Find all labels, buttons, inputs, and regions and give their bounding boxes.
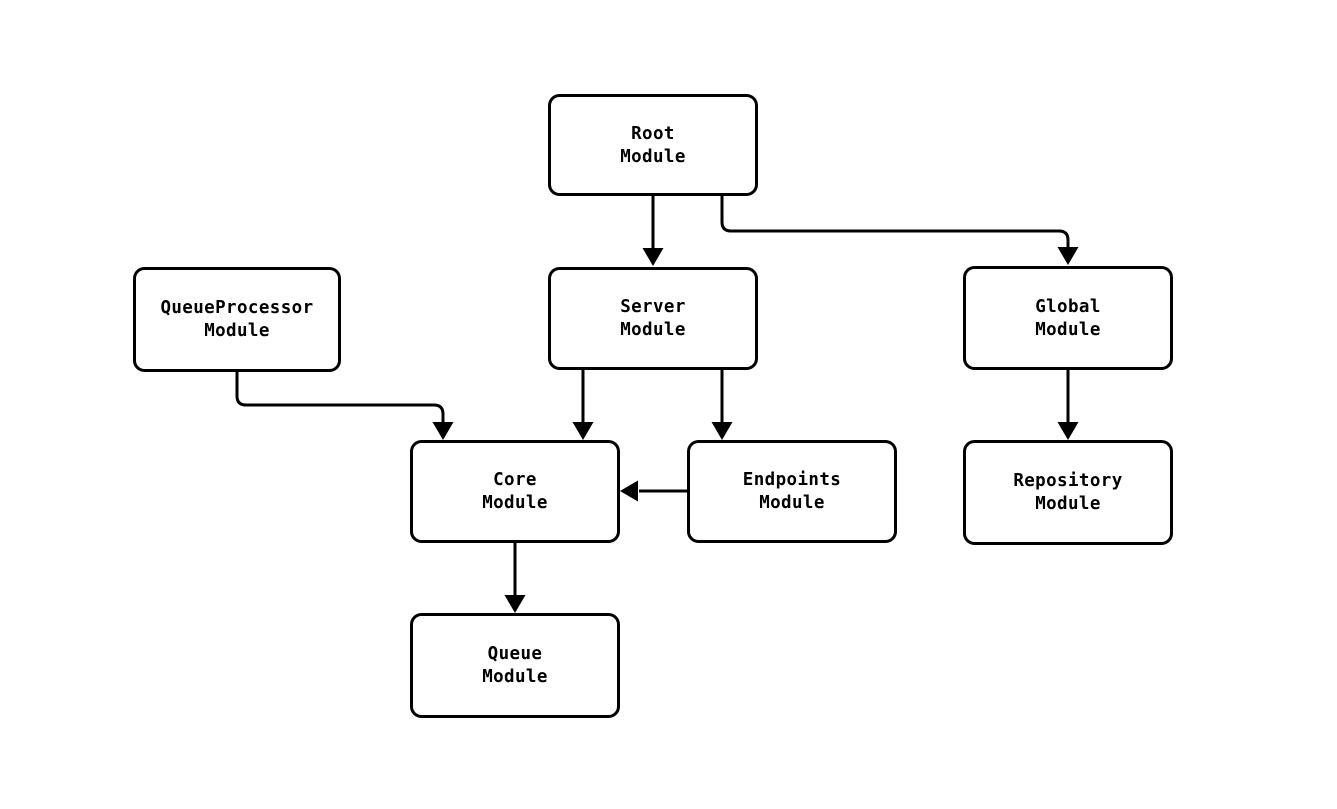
node-label-line2-repository: Module <box>1035 494 1101 514</box>
arrowhead-server-to-core <box>572 422 594 440</box>
node-label-line2-queueprocessor: Module <box>204 321 270 341</box>
node-label-line2-global: Module <box>1035 320 1101 340</box>
node-box-core[interactable] <box>410 440 620 543</box>
node-box-root[interactable] <box>548 94 758 196</box>
edge-root-to-server <box>642 196 664 266</box>
node-label-line1-queue: Queue <box>488 644 543 664</box>
edge-endpoints-to-core <box>620 480 687 502</box>
node-box-endpoints[interactable] <box>687 440 897 543</box>
edge-queueprocessor-to-core <box>235 372 454 440</box>
arrowhead-root-to-server <box>642 248 664 266</box>
node-label-line2-core: Module <box>482 493 548 513</box>
node-box-queueprocessor[interactable] <box>133 267 341 372</box>
node-box-global[interactable] <box>963 266 1173 370</box>
edge-line-queueprocessor-to-core <box>235 372 445 422</box>
node-label-line1-core: Core <box>493 470 537 490</box>
node-box-server[interactable] <box>548 267 758 370</box>
edge-root-to-global <box>720 196 1079 265</box>
arrowhead-server-to-endpoints <box>711 422 733 440</box>
node-label-line2-endpoints: Module <box>759 493 825 513</box>
arrowhead-core-to-queue <box>504 595 526 613</box>
edge-core-to-queue <box>504 543 526 613</box>
node-label-line1-queueprocessor: QueueProcessor <box>160 298 313 318</box>
arrowhead-endpoints-to-core <box>620 480 638 502</box>
node-label-line1-endpoints: Endpoints <box>743 470 841 490</box>
node-label-line2-root: Module <box>620 147 686 167</box>
node-label-line1-server: Server <box>620 297 686 317</box>
edge-line-root-to-global <box>720 196 1070 248</box>
edge-server-to-endpoints <box>711 370 733 440</box>
node-layer: RootModuleQueueProcessorModuleServerModu… <box>133 94 1173 718</box>
arrowhead-queueprocessor-to-core <box>432 422 454 440</box>
node-box-repository[interactable] <box>963 440 1173 545</box>
edge-layer <box>235 196 1079 613</box>
node-label-line1-repository: Repository <box>1013 471 1122 491</box>
arrowhead-global-to-repository <box>1057 422 1079 440</box>
edge-server-to-core <box>572 370 594 440</box>
node-label-line2-server: Module <box>620 320 686 340</box>
node-box-queue[interactable] <box>410 613 620 718</box>
node-label-line1-root: Root <box>631 124 675 144</box>
node-label-line2-queue: Module <box>482 667 548 687</box>
node-label-line1-global: Global <box>1035 297 1101 317</box>
edge-global-to-repository <box>1057 370 1079 440</box>
arrowhead-root-to-global <box>1057 247 1079 265</box>
